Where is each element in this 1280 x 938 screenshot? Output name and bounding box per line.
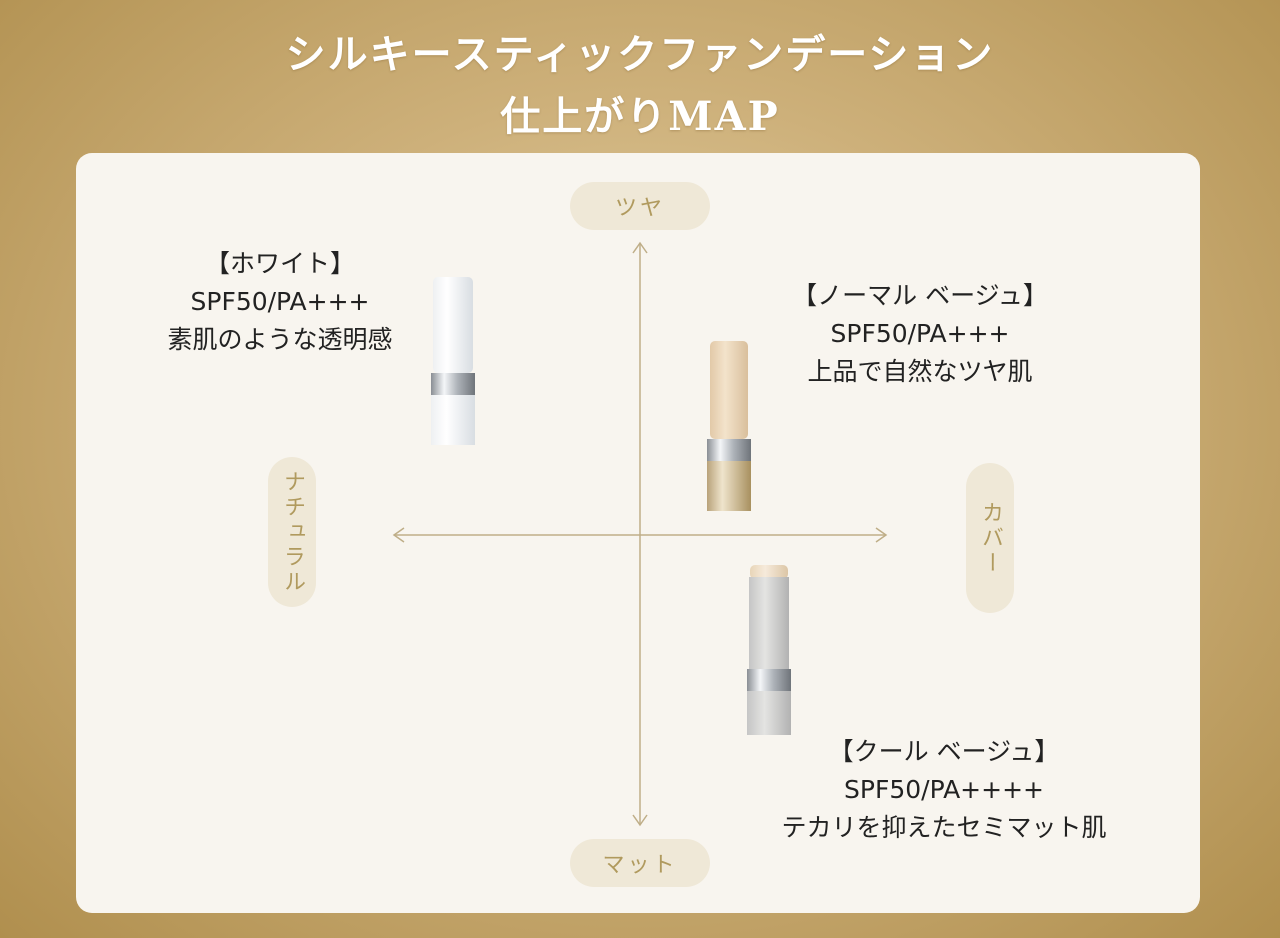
axis-label-natural: ナチュラル: [268, 457, 316, 607]
product-cool-beige-info: 【クール ベージュ】 SPF50/PA++++ テカリを抑えたセミマット肌: [754, 733, 1134, 847]
product-finish: 上品で自然なツヤ肌: [807, 357, 1033, 386]
product-normal-beige-info: 【ノーマル ベージュ】 SPF50/PA+++ 上品で自然なツヤ肌: [770, 277, 1070, 391]
product-name: 【クール ベージュ】: [828, 737, 1060, 766]
map-panel: ツヤ マット ナチュラル カバー 【ホワイト】 SPF50/PA+++ 素肌のよ…: [76, 153, 1200, 913]
product-white-stick-image: [431, 277, 475, 445]
axis-label-cover: カバー: [966, 463, 1014, 613]
product-finish: テカリを抑えたセミマット肌: [781, 813, 1107, 842]
arrow-left-icon: [392, 527, 405, 543]
arrow-up-icon: [632, 241, 648, 254]
arrow-down-icon: [632, 814, 648, 827]
product-finish: 素肌のような透明感: [167, 325, 393, 354]
product-spf: SPF50/PA+++: [190, 287, 370, 316]
product-cool-beige-stick-image: [747, 565, 791, 735]
arrow-right-icon: [875, 527, 888, 543]
page-subtitle: 仕上がりMAP: [500, 93, 780, 140]
page-title: シルキースティックファンデーション: [285, 31, 995, 78]
product-name: 【ホワイト】: [204, 249, 355, 278]
product-white-info: 【ホワイト】 SPF50/PA+++ 素肌のような透明感: [130, 245, 430, 359]
product-spf: SPF50/PA+++: [830, 319, 1010, 348]
axis-label-matte: マット: [570, 839, 710, 887]
product-normal-beige-stick-image: [707, 341, 751, 511]
product-spf: SPF50/PA++++: [844, 775, 1044, 804]
axis-label-gloss: ツヤ: [570, 182, 710, 230]
product-name: 【ノーマル ベージュ】: [792, 281, 1048, 310]
axes: [392, 241, 888, 827]
